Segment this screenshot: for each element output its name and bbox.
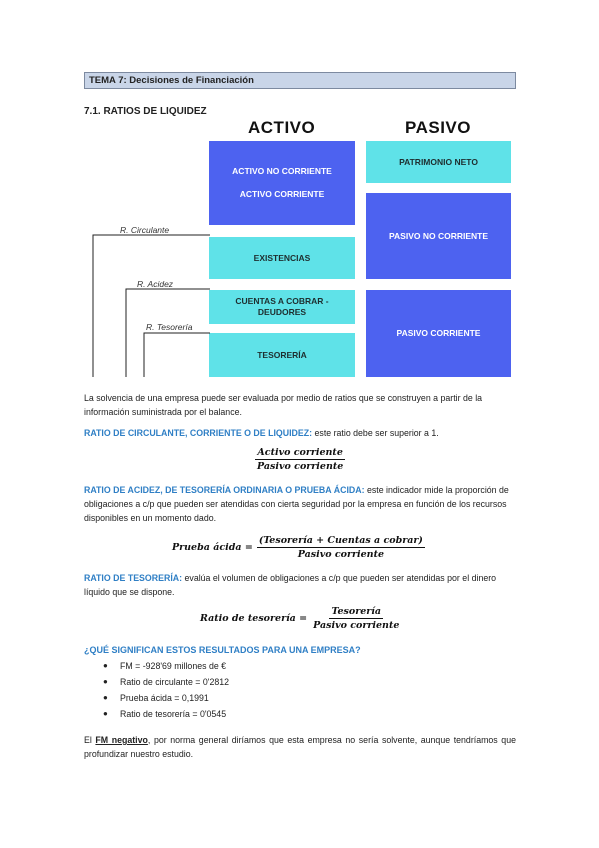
intro-paragraph: La solvencia de una empresa puede ser ev… bbox=[84, 393, 483, 417]
conclusion-paragraph: El FM negativo, por norma general diríam… bbox=[84, 733, 516, 761]
patrimonio-neto-block: PATRIMONIO NETO bbox=[366, 141, 511, 183]
tesoreria-denominator: Pasivo corriente bbox=[313, 620, 400, 631]
list-item: ●Prueba ácida = 0,1991 bbox=[103, 693, 209, 703]
fm-negativo: FM negativo bbox=[95, 735, 148, 745]
tesoreria-text: evalúa el volumen de obligaciones a c/p … bbox=[84, 573, 497, 597]
list-item: ●Ratio de circulante = 0'2812 bbox=[103, 677, 230, 687]
results-question: ¿QUÉ SIGNIFICAN ESTOS RESULTADOS PARA UN… bbox=[84, 645, 361, 655]
pasivo-no-corriente-label: PASIVO NO CORRIENTE bbox=[388, 230, 489, 241]
circulante-formula: Activo corriente Pasivo corriente bbox=[255, 447, 345, 472]
section-title: 7.1. RATIOS DE LIQUIDEZ bbox=[84, 106, 207, 117]
conclusion-rest: , por norma general diríamos que esta em… bbox=[84, 735, 516, 759]
pasivo-no-corriente-block: PASIVO NO CORRIENTE bbox=[366, 193, 511, 279]
existencias-block: EXISTENCIAS bbox=[209, 237, 355, 279]
activo-no-corriente-label: ACTIVO NO CORRIENTE bbox=[232, 166, 332, 176]
acidez-denominator: Pasivo corriente bbox=[297, 549, 385, 560]
tesoreria-paragraph: RATIO DE TESORERÍA: evalúa el volumen de… bbox=[84, 571, 516, 599]
circulante-text: este ratio debe ser superior a 1. bbox=[312, 428, 439, 438]
conclusion-prefix: El bbox=[84, 735, 96, 745]
acidez-numerator: (Tesorería + Cuentas a cobrar) bbox=[256, 535, 425, 548]
cuentas-line1: CUENTAS A COBRAR - bbox=[235, 296, 329, 306]
topic-header: TEMA 7: Decisiones de Financiación bbox=[84, 72, 516, 89]
acidez-formula: Prueba ácida = (Tesorería + Cuentas a co… bbox=[172, 535, 425, 560]
tesoreria-label: TESORERÍA bbox=[257, 349, 307, 360]
bracket-acidez bbox=[125, 288, 210, 377]
cuentas-a-cobrar-block: CUENTAS A COBRAR - DEUDORES bbox=[209, 290, 355, 324]
list-item: ●FM = -928'69 millones de € bbox=[103, 661, 227, 671]
pasivo-corriente-block: PASIVO CORRIENTE bbox=[366, 290, 511, 377]
tesoreria-lhs: Ratio de tesorería = bbox=[200, 613, 308, 624]
circulante-heading: RATIO DE CIRCULANTE, CORRIENTE O DE LIQU… bbox=[84, 428, 313, 438]
activo-no-corriente-block: ACTIVO NO CORRIENTE ACTIVO CORRIENTE bbox=[209, 141, 355, 225]
cuentas-line2: DEUDORES bbox=[257, 307, 307, 317]
tesoreria-heading: RATIO DE TESORERÍA: bbox=[84, 573, 183, 583]
r-acidez-label: R. Acidez bbox=[137, 279, 174, 289]
patrimonio-neto-label: PATRIMONIO NETO bbox=[399, 156, 478, 167]
results-list: ●FM = -928'69 millones de € ●Ratio de ci… bbox=[100, 658, 229, 722]
list-item: ●Ratio de tesorería = 0'0545 bbox=[103, 709, 227, 719]
tesoreria-numerator: Tesorería bbox=[329, 606, 384, 619]
tesoreria-block: TESORERÍA bbox=[209, 333, 355, 377]
tesoreria-formula: Ratio de tesorería = Tesorería Pasivo co… bbox=[200, 606, 401, 631]
acidez-heading: RATIO DE ACIDEZ, DE TESORERÍA ORDINARIA … bbox=[84, 485, 365, 495]
circulante-denominator: Pasivo corriente bbox=[257, 461, 344, 472]
acidez-text: este indicador mide la proporción de obl… bbox=[84, 485, 509, 523]
circulante-paragraph: RATIO DE CIRCULANTE, CORRIENTE O DE LIQU… bbox=[84, 426, 516, 440]
acidez-lhs: Prueba ácida = bbox=[172, 542, 253, 553]
activo-heading: ACTIVO bbox=[248, 118, 316, 137]
acidez-paragraph: RATIO DE ACIDEZ, DE TESORERÍA ORDINARIA … bbox=[84, 483, 516, 525]
pasivo-corriente-label: PASIVO CORRIENTE bbox=[396, 328, 481, 338]
bracket-tesoreria bbox=[143, 332, 210, 377]
ratio-brackets bbox=[92, 234, 210, 377]
pasivo-heading: PASIVO bbox=[405, 118, 471, 137]
activo-corriente-label: ACTIVO CORRIENTE bbox=[239, 189, 325, 199]
r-circulante-label: R. Circulante bbox=[120, 225, 170, 235]
circulante-numerator: Activo corriente bbox=[255, 447, 345, 460]
existencias-label: EXISTENCIAS bbox=[253, 252, 311, 263]
bracket-circulante bbox=[92, 234, 210, 377]
r-tesoreria-label: R. Tesorería bbox=[146, 322, 193, 332]
